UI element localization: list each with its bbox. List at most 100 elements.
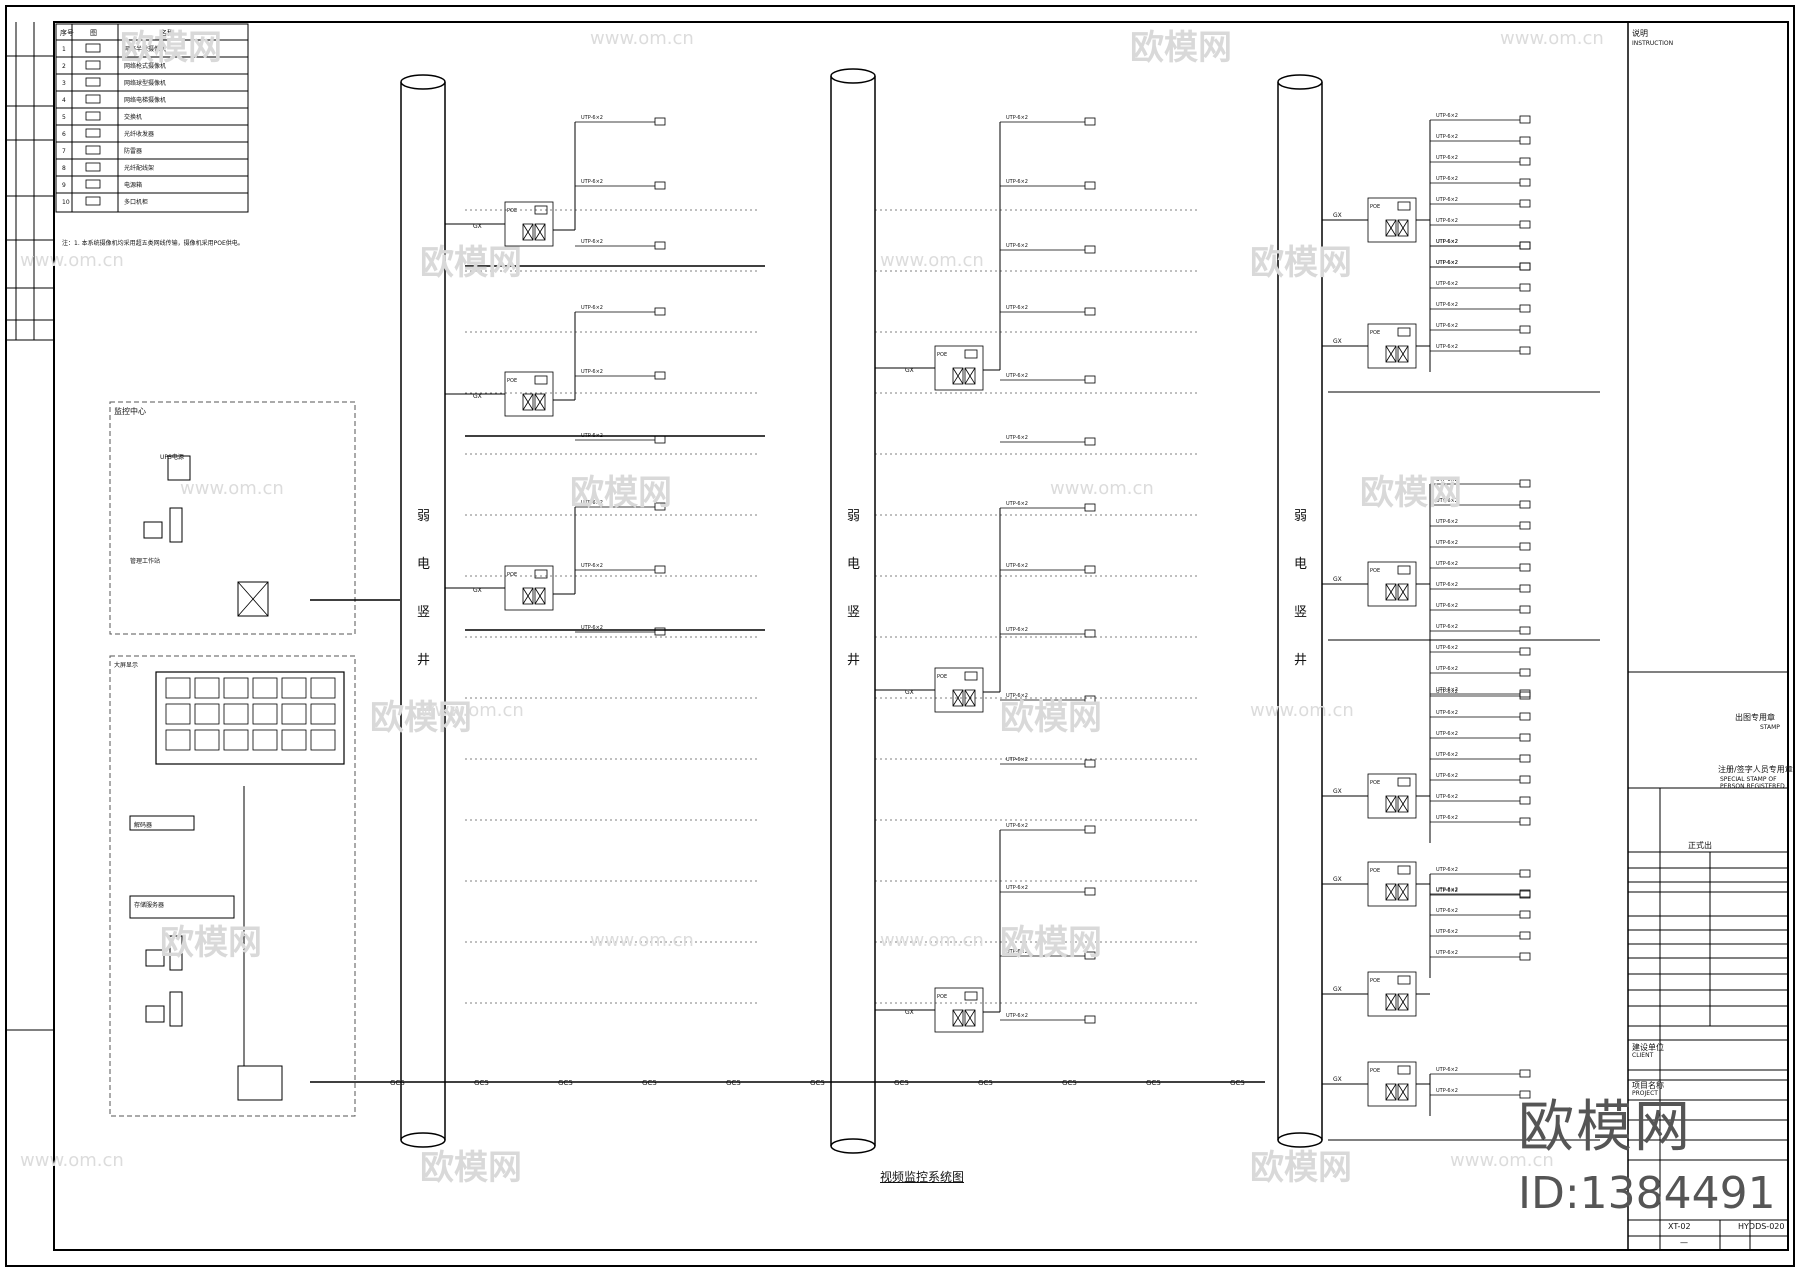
legend-number: 4	[62, 97, 66, 104]
cable-spec: UTP-6×2	[1436, 302, 1458, 308]
backbone-label: GCS	[726, 1079, 741, 1087]
camera-icon	[1519, 817, 1531, 826]
device-x	[1397, 583, 1409, 601]
title-block-special-stamp-en: SPECIAL STAMP OF PERSON REGISTERED	[1720, 776, 1785, 790]
legend-number: 6	[62, 131, 66, 138]
video-wall-screen	[252, 677, 278, 699]
camera-icon	[1519, 262, 1531, 271]
legend-symbol	[85, 111, 101, 121]
device-x	[1385, 1083, 1397, 1101]
switch-label: POE	[937, 674, 947, 680]
outer-border	[5, 5, 1795, 1267]
camera-icon	[1084, 695, 1096, 704]
camera-icon	[654, 241, 666, 250]
cable-spec: UTP-6×2	[1436, 645, 1458, 651]
video-wall-screen	[223, 729, 249, 751]
device-x-line	[1397, 795, 1409, 813]
device-x	[1397, 883, 1409, 901]
device-x-line	[522, 223, 534, 241]
decoder-label: 解码器	[134, 822, 153, 829]
cable-spec: UTP-6×2	[1436, 239, 1458, 245]
cable-spec: UTP-6×2	[1436, 624, 1458, 630]
legend-name: 光纤收发器	[124, 130, 154, 138]
device-x-line	[1397, 345, 1409, 363]
device-x-line	[1385, 345, 1397, 363]
uplink-label: GX	[473, 223, 482, 230]
device-x-line	[522, 393, 534, 411]
riser-bottom	[1277, 1132, 1323, 1148]
legend-note: 注：1. 本系统摄像机均采用超五类网线传输，摄像机采用POE供电。	[62, 240, 244, 247]
uplink-label: GX	[1333, 788, 1342, 795]
camera-icon	[1084, 759, 1096, 768]
camera-icon	[1519, 241, 1531, 250]
legend-symbol	[85, 60, 101, 70]
device-x	[952, 367, 964, 385]
legend-symbol	[85, 145, 101, 155]
switch-label: POE	[1370, 978, 1380, 984]
device-x-line	[952, 689, 964, 707]
cable-spec: UTP-6×2	[1436, 113, 1458, 119]
device-x	[1385, 993, 1397, 1011]
camera-icon	[654, 565, 666, 574]
camera-icon	[654, 371, 666, 380]
device-x	[1385, 345, 1397, 363]
video-wall-screen	[165, 703, 191, 725]
uplink-label: GX	[905, 689, 914, 696]
cable-spec: UTP-6×2	[1436, 603, 1458, 609]
camera-icon	[1519, 304, 1531, 313]
video-wall-screen	[165, 729, 191, 751]
title-block-client-en: CLIENT	[1632, 1052, 1654, 1059]
camera-icon	[1519, 1069, 1531, 1078]
ups-label: UPS电源	[160, 454, 184, 461]
watermark-brand: 欧模网	[1518, 1095, 1692, 1160]
uplink-label: GX	[1333, 1076, 1342, 1083]
riser-top	[400, 74, 446, 90]
legend-name: 光纤配线架	[124, 164, 154, 172]
uplink-label: GX	[1333, 212, 1342, 219]
camera-icon	[1519, 521, 1531, 530]
legend-header: 序号	[60, 28, 74, 37]
camera-icon	[1519, 952, 1531, 961]
video-wall-screen	[194, 677, 220, 699]
cable-spec: UTP-6×2	[1436, 260, 1458, 266]
uplink-label: GX	[473, 393, 482, 400]
backbone-label: GCS	[474, 1079, 489, 1087]
camera-icon	[1519, 178, 1531, 187]
backbone-label: GCS	[894, 1079, 909, 1087]
legend-symbol	[85, 94, 101, 104]
switch-label: POE	[1370, 204, 1380, 210]
switch-port	[964, 349, 978, 359]
device-x	[1397, 219, 1409, 237]
camera-icon	[1084, 307, 1096, 316]
riser-label-char: 弱	[1294, 509, 1307, 524]
video-wall-screen	[194, 729, 220, 751]
cable-spec: UTP-6×2	[1006, 179, 1028, 185]
title-block-notes-en: INSTRUCTION	[1632, 40, 1674, 47]
device-x-line	[952, 367, 964, 385]
cable-spec: UTP-6×2	[1436, 561, 1458, 567]
camera-icon	[654, 307, 666, 316]
camera-icon	[1519, 712, 1531, 721]
project-number: HYDDS-020	[1738, 1222, 1785, 1231]
legend-name: 网络电梯摄像机	[124, 96, 166, 104]
riser-label-char: 电	[417, 557, 430, 572]
cable-spec: UTP-6×2	[1006, 243, 1028, 249]
switch-label: POE	[937, 352, 947, 358]
device-x	[522, 393, 534, 411]
client-monitor	[145, 1005, 165, 1023]
camera-icon	[1519, 910, 1531, 919]
camera-icon	[654, 117, 666, 126]
riser-label-char: 竖	[417, 605, 430, 620]
legend-name: 网络球型摄像机	[124, 79, 166, 87]
watermark-id: ID:1384491	[1518, 1168, 1776, 1219]
cable-spec: UTP-6×2	[1436, 582, 1458, 588]
title-block-special-stamp: 注册/签字人员专用章	[1718, 765, 1793, 774]
camera-icon	[1519, 220, 1531, 229]
camera-icon	[1519, 283, 1531, 292]
device-x-line	[1397, 1083, 1409, 1101]
cable-spec: UTP-6×2	[1436, 689, 1458, 695]
legend-name: 电源箱	[124, 181, 142, 189]
camera-icon	[1084, 887, 1096, 896]
riser-bottom	[400, 1132, 446, 1148]
